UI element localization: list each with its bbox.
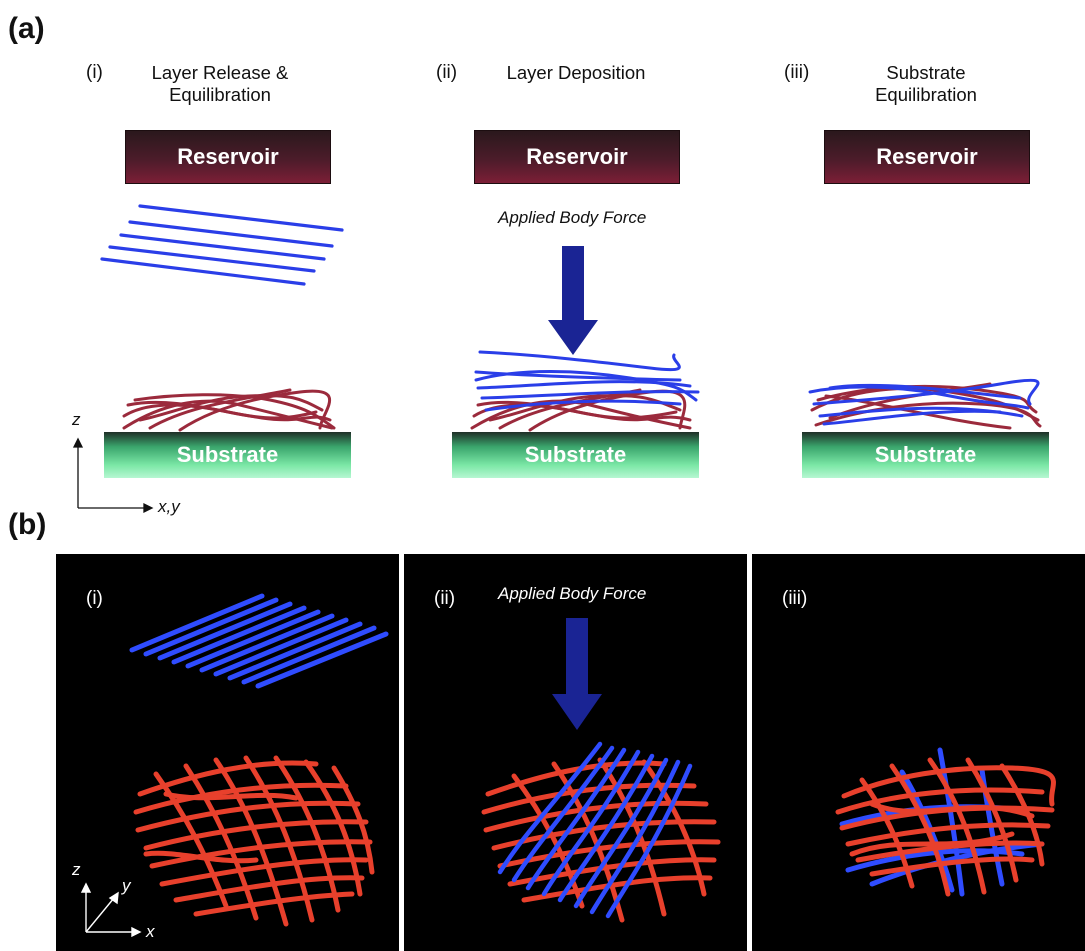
part-b-label: (b) [8,508,47,541]
reservoir-box-iii: Reservoir [824,130,1030,184]
axis-label-z-a: z [72,410,81,429]
axis-label-x-b: x [146,922,155,941]
deposited-mesh-ii [481,741,721,923]
axis-label-xy-a: x,y [158,497,180,516]
simulation-panel-iii: (iii) [752,554,1085,951]
step-caption-i: Layer Release & Equilibration [120,62,320,106]
reservoir-box-ii: Reservoir [474,130,680,184]
applied-force-label-a: Applied Body Force [498,208,647,227]
step-numeral-ii: (ii) [436,62,458,83]
step-caption-i-line-1: Layer Release & [151,62,289,83]
step-numeral-i: (i) [86,62,103,83]
applied-force-label-b: Applied Body Force [498,584,647,603]
part-a-label: (a) [8,12,45,45]
reservoir-box-i: Reservoir [125,130,331,184]
panel-numeral-iii: (iii) [782,588,808,609]
step-numeral-iii: (iii) [784,62,810,83]
simulation-panel-ii: (ii) Applied Body Force [404,554,747,951]
substrate-block-iii: Substrate [802,432,1049,478]
force-arrow-b [552,618,602,730]
step-caption-ii: Layer Deposition [476,62,676,84]
axis-label-y-b: y [122,876,131,895]
step-caption-ii-line-1: Layer Deposition [506,62,646,83]
panel-numeral-i: (i) [86,588,103,609]
layer-rods-i [129,593,389,689]
step-caption-i-line-2: Equilibration [169,84,271,105]
substrate-mesh-i [133,755,375,927]
equilibrated-mesh-iii [835,747,1056,897]
step-caption-iii: Substrate Equilibration [826,62,1026,106]
panel-numeral-ii: (ii) [434,588,456,609]
substrate-block-ii: Substrate [452,432,699,478]
simulation-panel-i: (i) [56,554,399,951]
step-caption-iii-line-1: Substrate [886,62,966,83]
substrate-block-i: Substrate [104,432,351,478]
step-caption-iii-line-2: Equilibration [875,84,977,105]
axis-label-z-b: z [72,860,81,879]
